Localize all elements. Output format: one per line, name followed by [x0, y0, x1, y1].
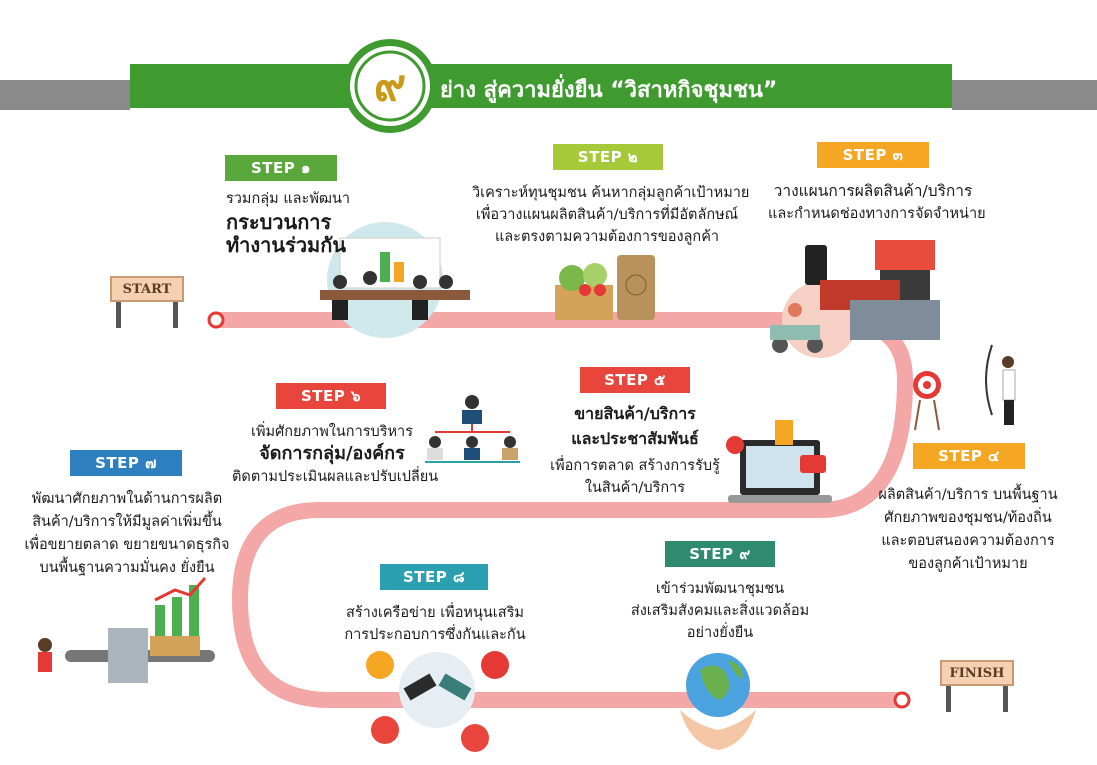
journey-path — [210, 312, 914, 708]
start-sign: START — [110, 276, 184, 302]
step-2-line-3: และตรงตามความต้องการของลูกค้า — [494, 229, 720, 245]
meeting-illustration — [320, 222, 470, 338]
step-7-line-3: เพื่อขยายตลาด ขยายขนาดธุรกิจ — [24, 537, 230, 553]
step-9-tag: STEP ๙ — [665, 541, 775, 567]
step-6-line-1: เพิ่มศักยภาพในการบริหาร — [251, 424, 413, 440]
globe-illustration — [680, 653, 756, 750]
step-2-line-2: เพื่อวางแผนผลิตสินค้า/บริการที่มีอัตลักษ… — [475, 207, 739, 223]
step-4-line-4: ของลูกค้าเป้าหมาย — [908, 556, 1028, 572]
step-7-line-4: บนพื้นฐานความมั่นคง ยั่งยืน — [39, 560, 215, 576]
step-5-line-1: เพื่อการตลาด สร้างการรับรู้ — [550, 458, 720, 474]
start-sign-post-left — [116, 302, 121, 328]
step-7-line-1: พัฒนาศักยภาพในด้านการผลิต — [31, 491, 223, 507]
step-8-line-2: การประกอบการซึ่งกันและกัน — [344, 627, 526, 643]
finish-sign-post-left — [946, 686, 951, 712]
step-7-tag: STEP ๗ — [70, 450, 182, 476]
step-5-bold-1: ขายสินค้า/บริการ — [574, 404, 696, 423]
logo-numeral: ๙ — [373, 60, 407, 111]
step-8-tag: STEP ๘ — [380, 564, 488, 590]
step-8-line-1: สร้างเครือข่าย เพื่อหนุนเสริม — [346, 605, 524, 621]
step-1-text: รวมกลุ่ม และพัฒนา — [226, 191, 351, 207]
step-5-tag: STEP ๕ — [580, 367, 690, 393]
step-3-tag: STEP ๓ — [817, 142, 929, 168]
step-2-line-1: วิเคราะห์ทุนชุมชน ค้นหากลุ่มลูกค้าเป้าหม… — [472, 185, 750, 201]
step-9-line-2: ส่งเสริมสังคมและสิ่งแวดล้อม — [630, 603, 810, 619]
shop-illustration — [770, 240, 940, 358]
step-3-line-1: วางแผนการผลิตสินค้า/บริการ — [773, 182, 973, 200]
factory-illustration — [38, 577, 215, 683]
finish-sign: FINISH — [940, 660, 1014, 686]
step-2-tag: STEP ๒ — [553, 144, 663, 170]
start-node — [207, 311, 225, 329]
step-5-bold-2: และประชาสัมพันธ์ — [571, 429, 699, 448]
step-1-bold-2: ทำงานร่วมกัน — [226, 233, 347, 257]
step-9-line-3: อย่างยั่งยืน — [686, 625, 754, 641]
marketing-illustration — [726, 420, 832, 503]
step-6-line-2: ติดตามประเมินผลและปรับเปลี่ยน — [232, 469, 439, 485]
step-3-line-2: และกำหนดช่องทางการจัดจำหน่าย — [768, 206, 986, 222]
step-4-line-3: และตอบสนองความต้องการ — [881, 533, 1055, 549]
step-6-bold: จัดการกลุ่ม/องค์กร — [259, 443, 405, 464]
network-illustration — [366, 651, 509, 752]
finish-sign-post-right — [1003, 686, 1008, 712]
step-4-line-2: ศักยภาพของชุมชน/ท้องถิ่น — [884, 510, 1052, 526]
header-banner — [130, 64, 952, 108]
step-4-tag: STEP ๔ — [913, 443, 1025, 469]
start-sign-post-right — [173, 302, 178, 328]
step-9-line-1: เข้าร่วมพัฒนาชุมชน — [655, 581, 785, 597]
step-5-line-2: ในสินค้า/บริการ — [584, 480, 686, 496]
finish-node — [893, 691, 911, 709]
step-6-tag: STEP ๖ — [276, 383, 386, 409]
step-1-tag: STEP ๑ — [225, 155, 337, 181]
step-1-bold-1: กระบวนการ — [226, 210, 332, 234]
org-chart-illustration — [425, 395, 520, 463]
produce-illustration — [555, 255, 655, 320]
step-7-line-2: สินค้า/บริการให้มีมูลค่าเพิ่มขึ้น — [32, 514, 222, 530]
step-4-line-1: ผลิตสินค้า/บริการ บนพื้นฐาน — [878, 487, 1058, 503]
archery-illustration — [913, 344, 1016, 431]
page-title: ย่าง สู่ความยั่งยืน “วิสาหกิจชุมชน” — [440, 78, 778, 103]
